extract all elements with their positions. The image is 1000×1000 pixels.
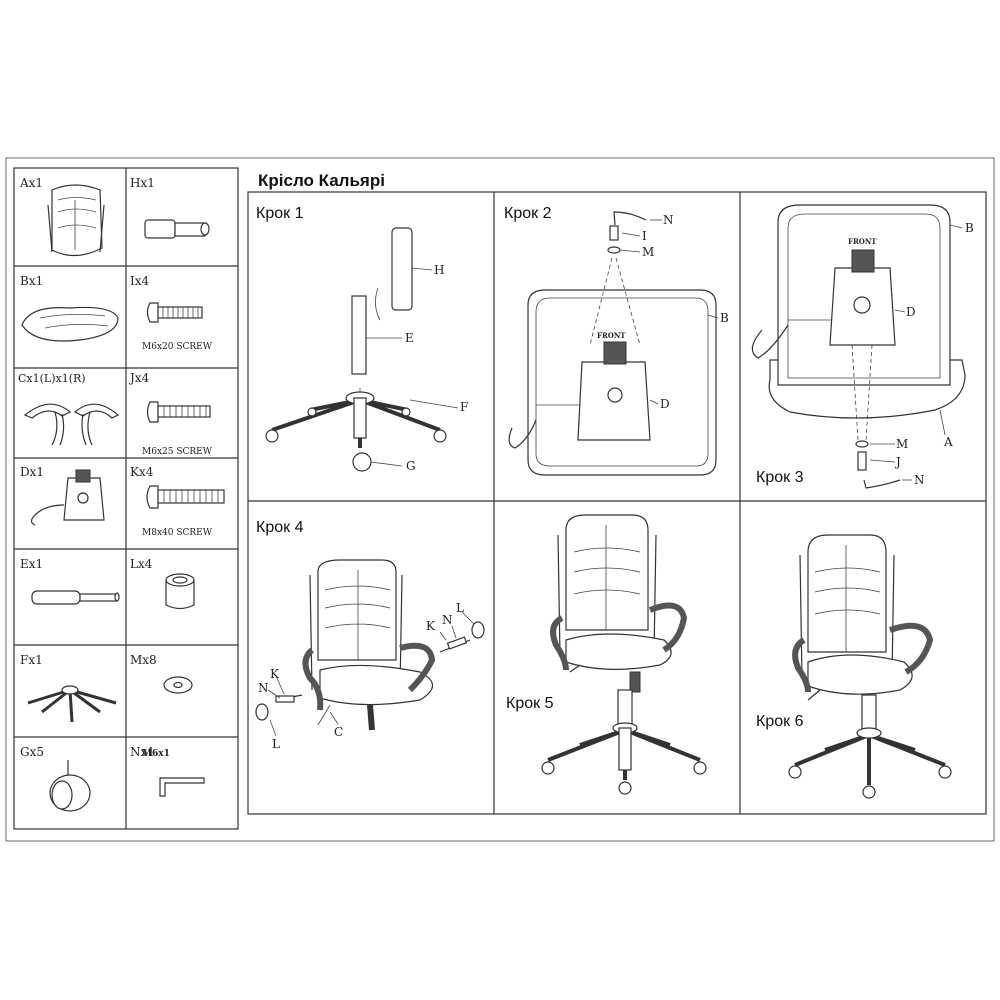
step-3-illustration (751, 204, 966, 489)
part-label-h: Hx1 (130, 176, 155, 190)
callout-g: G (406, 459, 416, 473)
callout-b-step3: B (965, 221, 974, 235)
front-label-step3: FRONT (848, 237, 877, 246)
part-label-b: Bx1 (20, 274, 43, 288)
seat-part-icon (21, 306, 119, 342)
parts-table (13, 167, 239, 830)
washer-part-icon (163, 676, 193, 694)
front-label-step2: FRONT (597, 331, 626, 340)
step-1-label: Крок 1 (256, 205, 304, 222)
part-label-d: Dx1 (20, 465, 44, 479)
mechanism-part-icon (30, 469, 105, 526)
part-label-f: Fx1 (20, 653, 43, 667)
base-part-icon (27, 685, 117, 723)
callout-n-step2: N (663, 213, 674, 227)
part-label-k: Kx4 (130, 465, 154, 479)
step-5-label: Крок 5 (506, 695, 554, 712)
callout-d-step3: D (906, 305, 916, 319)
part-label-e: Ex1 (20, 557, 43, 571)
backrest-part-icon (47, 184, 105, 257)
callout-k-step4-right: K (426, 619, 436, 633)
cap-part-icon (165, 573, 195, 610)
part-note-j: M6x25 SCREW (142, 447, 213, 457)
step-3-label: Крок 3 (756, 469, 804, 486)
part-label-a: Ax1 (19, 176, 43, 190)
screw-m6x20-icon (146, 302, 203, 323)
step-6-illustration (788, 534, 952, 799)
callout-m-step2: M (642, 245, 654, 259)
step-5-illustration (541, 514, 707, 795)
callout-e: E (405, 331, 414, 345)
part-label-i: Ix4 (130, 274, 150, 288)
hex-key-part-icon (159, 777, 205, 797)
part-label-l: Lx4 (130, 557, 153, 571)
step-6-label: Крок 6 (756, 713, 804, 730)
outer-frame (5, 157, 995, 842)
part-note-i: M6x20 SCREW (142, 342, 213, 352)
callout-n-step4-right: N (442, 613, 453, 627)
callout-l-step4-right: L (456, 601, 464, 615)
step-1-illustration (265, 227, 459, 472)
callout-m-step3: M (896, 437, 908, 451)
callout-j-step3: J (894, 455, 901, 469)
steps-grid (247, 191, 987, 815)
step-2-label: Крок 2 (504, 205, 552, 222)
part-note-k: M8x40 SCREW (142, 528, 213, 538)
callout-k-step4-left: K (270, 667, 280, 681)
callout-l-step4-left: L (272, 737, 280, 751)
screw-m8x40-icon (146, 485, 225, 509)
callout-n-step3: N (914, 473, 925, 487)
gas-cover-part-icon (144, 219, 210, 239)
gas-lift-part-icon (31, 590, 120, 605)
step-4-label: Крок 4 (256, 519, 304, 536)
screw-m6x25-icon (146, 401, 211, 423)
callout-h: H (434, 263, 444, 277)
callout-c-step4: C (334, 725, 343, 739)
step-4-illustration (255, 559, 485, 737)
callout-b-step2: B (720, 311, 729, 325)
part-label-j: Jx4 (128, 371, 150, 385)
caster-part-icon (49, 760, 91, 812)
callout-f: F (460, 400, 468, 414)
part-note-n: M6x1 (142, 749, 170, 759)
callout-n-step4-left: N (258, 681, 269, 695)
callout-d-step2: D (660, 397, 670, 411)
page-title: Крісло Кальярі (258, 171, 385, 190)
part-label-m: Mx8 (130, 653, 157, 667)
step-2-illustration (508, 211, 719, 476)
callout-a-step3: A (943, 435, 953, 449)
part-label-n: Nx1 (130, 745, 155, 759)
part-label-c: Cx1(L)x1(R) (18, 372, 86, 385)
part-label-g: Gx5 (20, 745, 44, 759)
callout-i-step2: I (642, 229, 647, 243)
armrest-part-icon (23, 403, 120, 446)
